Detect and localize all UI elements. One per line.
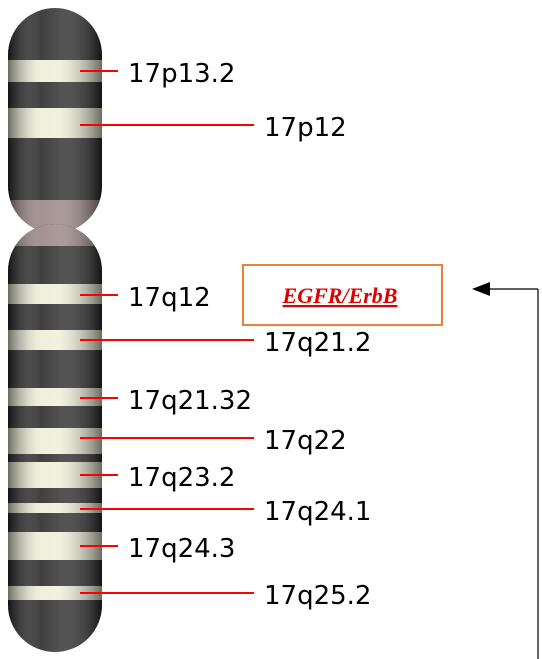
band-label-17q24-3: 17q24.3 [128,534,235,564]
band-label-17q22: 17q22 [264,426,347,456]
band-label-17q25-2: 17q25.2 [264,581,371,611]
egfr-callout: EGFR/ErbB [242,264,443,326]
arrow-head-icon [472,282,490,296]
band-label-17q24-1: 17q24.1 [264,497,371,527]
chromosome-p-arm [8,8,102,233]
band-label-17q21-32: 17q21.32 [128,386,252,416]
band-label-17p13-2: 17p13.2 [128,59,235,89]
band-markers: 17p13.2 17p12 17q12 17q21.2 17q21.32 17q… [80,59,371,611]
band-label-17q23-2: 17q23.2 [128,463,235,493]
band-label-17q12: 17q12 [128,283,211,313]
callout-box [242,264,443,326]
band-label-17q21-2: 17q21.2 [264,328,371,358]
callout-label: EGFR/ErbB [282,283,398,308]
band-label-17p12: 17p12 [264,113,347,143]
connector-arrow [472,282,539,659]
